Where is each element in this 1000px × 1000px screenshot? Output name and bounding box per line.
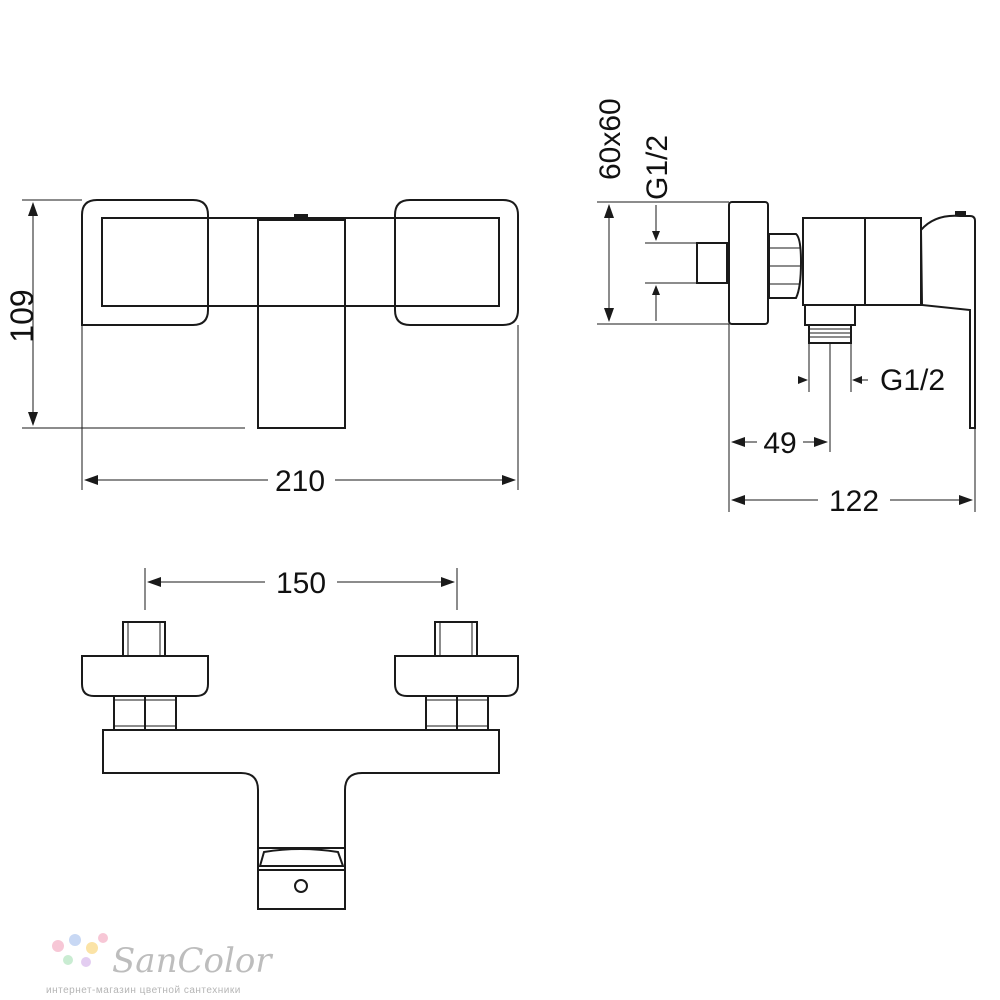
watermark-dot: [69, 934, 81, 946]
watermark-dot: [52, 940, 64, 952]
top-left-flange: [81, 655, 209, 697]
side-wall-flange: [728, 201, 769, 325]
top-view-dimensions: 150: [144, 567, 458, 610]
front-view: [81, 199, 519, 429]
sancolor-watermark: SanColor интернет-магазин цветной сантех…: [46, 933, 273, 996]
color-dots-icon: [52, 933, 108, 967]
dim-centers: 150: [276, 567, 326, 600]
side-inlet-pipe: [696, 242, 728, 284]
watermark-dot: [63, 955, 73, 965]
watermark-dot: [81, 957, 91, 967]
dim-outlet-depth: 49: [763, 427, 796, 460]
watermark-brand: SanColor: [112, 941, 273, 981]
side-valve-body: [802, 217, 922, 306]
top-outlet-cap: [257, 847, 346, 871]
side-outlet-thread: [804, 304, 856, 326]
front-lever-body: [257, 219, 346, 429]
top-right-nut: [425, 695, 489, 731]
top-right-inlet-pipe: [434, 621, 478, 657]
dim-inlet-thread: G1/2: [641, 135, 674, 200]
top-lever-screw-hole: [294, 879, 308, 893]
watermark-tagline: интернет-магазин цветной сантехники: [46, 985, 241, 996]
top-view: [81, 621, 519, 910]
side-lever-pin: [955, 211, 966, 216]
watermark-dot: [98, 933, 108, 943]
side-view: [696, 201, 976, 429]
front-left-handle-flange: [81, 199, 209, 326]
front-body-bar: [101, 217, 500, 307]
top-left-nut: [113, 695, 177, 731]
top-right-flange: [394, 655, 519, 697]
dim-width: 210: [275, 465, 325, 498]
dim-height: 109: [4, 289, 40, 342]
front-right-handle-flange: [394, 199, 519, 326]
side-outlet-nipple: [808, 324, 852, 344]
front-view-dimensions: 109 210: [4, 199, 519, 498]
top-body: [102, 729, 500, 849]
dim-total-depth: 122: [829, 485, 879, 518]
front-lever-top-pin: [294, 214, 308, 220]
dim-outlet-thread: G1/2: [880, 364, 945, 397]
watermark-dot: [86, 942, 98, 954]
top-lever-end: [257, 869, 346, 910]
side-hex-nut: [768, 233, 803, 299]
side-lever: [919, 214, 976, 429]
side-view-dimensions: 60x60 G1/2 G1/2 49 122: [594, 98, 976, 518]
top-left-inlet-pipe: [122, 621, 166, 657]
dim-flange-size: 60x60: [594, 98, 627, 180]
